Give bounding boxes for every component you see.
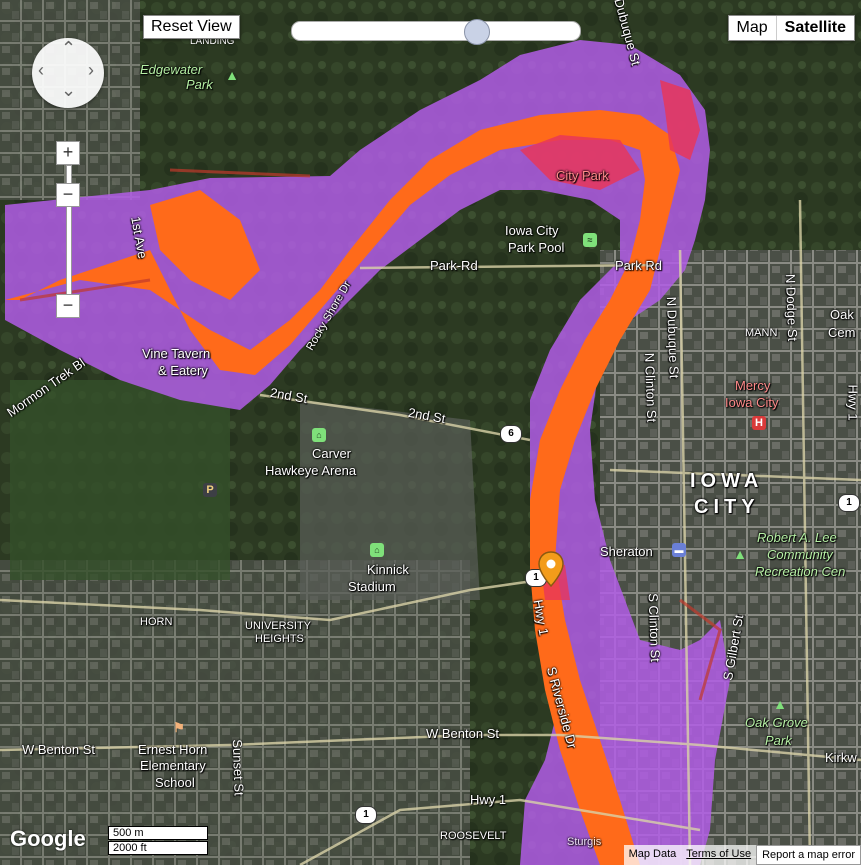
label-robert-lee-1: Robert A. Lee — [757, 530, 837, 545]
label-kirkw: Kirkw — [825, 750, 857, 765]
label-kinnick-2: Stadium — [348, 579, 396, 594]
map-type-control: Map Satellite — [727, 15, 855, 41]
hotel-icon: ▬ — [672, 543, 686, 557]
parking-icon: P — [203, 483, 217, 497]
hwy-shield-6: 6 — [500, 425, 522, 443]
label-oak-cem-1: Oak — [830, 307, 854, 322]
arena-icon: ⌂ — [312, 428, 326, 442]
label-carver-2: Hawkeye Arena — [265, 463, 357, 478]
label-park-rd-1: Park-Rd — [430, 258, 478, 273]
label-ernest-horn-1: Ernest Horn — [138, 742, 208, 757]
label-hwy1: Hwy 1 — [470, 792, 507, 807]
location-pin-icon[interactable] — [538, 551, 564, 587]
label-oak-cem-2: Cem — [828, 325, 856, 340]
label-robert-lee-3: Recreation Cen — [755, 564, 846, 579]
label-sunset-st: Sunset St — [229, 739, 247, 796]
hwy-shield-1c: 1 — [838, 494, 860, 512]
high-risk-zone-east — [660, 80, 700, 160]
pool-icon: ≈ — [583, 233, 597, 247]
label-edgewater: Edgewater — [140, 62, 203, 77]
school-icon: ⚑ — [173, 720, 185, 735]
label-univ-heights-2: HEIGHTS — [255, 633, 304, 645]
high-risk-zone-north — [520, 135, 640, 190]
reset-view-button[interactable]: Reset View — [143, 15, 240, 39]
label-mann: MANN — [745, 327, 778, 339]
stadium-area — [300, 400, 480, 600]
pan-control[interactable]: ⌃ ‹ › ⌄ — [32, 38, 104, 108]
label-n-clinton: N Clinton St — [641, 352, 660, 423]
zoom-in-button[interactable]: + — [56, 141, 80, 165]
label-edgewater-park: Park — [186, 77, 213, 92]
river-channel — [5, 110, 680, 865]
label-mercy-2: Iowa City — [725, 395, 779, 410]
label-sturgis: Sturgis — [567, 836, 602, 848]
label-ernest-horn-2: Elementary — [140, 758, 206, 773]
label-s-clinton: S Clinton St — [645, 592, 664, 663]
opacity-slider[interactable] — [291, 19, 581, 45]
label-kinnick-1: Kinnick — [367, 562, 409, 577]
map-type-satellite-button[interactable]: Satellite — [775, 16, 854, 40]
pan-left-icon[interactable]: ‹ — [38, 60, 44, 80]
scale-bar: 500 m 2000 ft — [108, 826, 208, 856]
label-n-dubuque: N Dubuque St — [663, 296, 682, 379]
oak-grove-tree-icon: ▲ — [773, 696, 787, 712]
map-footer: Map Data Terms of Use Report a map error — [623, 845, 861, 865]
slider-handle[interactable] — [464, 19, 490, 45]
scale-imperial: 2000 ft — [108, 841, 208, 855]
zoom-level-handle[interactable]: − — [56, 183, 80, 207]
label-vine-tavern-1: Vine Tavern — [142, 346, 211, 361]
label-park-rd-2: Park Rd — [615, 258, 662, 273]
label-horn: HORN — [140, 616, 173, 628]
label-hwy-east: Hwy 1 — [845, 384, 861, 421]
label-landing: LANDING — [190, 36, 235, 47]
label-roosevelt: ROOSEVELT — [440, 830, 507, 842]
label-iowa: IOWA — [690, 470, 764, 492]
label-robert-lee-2: Community — [767, 547, 833, 562]
zoom-out-button[interactable]: − — [56, 294, 80, 318]
scale-metric: 500 m — [108, 826, 208, 840]
road-lines — [0, 199, 861, 865]
label-oak-grove-1: Oak Grove — [745, 715, 808, 730]
pan-right-icon[interactable]: › — [88, 60, 94, 80]
pan-up-icon[interactable]: ⌃ — [61, 38, 77, 58]
stadium-icon: ⌂ — [370, 543, 384, 557]
river-channel-branch — [150, 190, 260, 300]
map-data-link[interactable]: Map Data — [623, 845, 682, 865]
label-park-pool-2: Park Pool — [508, 240, 565, 255]
google-logo: Google — [10, 826, 86, 851]
label-sheraton: Sheraton — [600, 544, 653, 559]
label-mercy-1: Mercy — [735, 378, 771, 393]
pan-down-icon[interactable]: ⌄ — [61, 80, 77, 100]
label-ernest-horn-3: School — [155, 775, 195, 790]
robert-lee-tree-icon: ▲ — [733, 546, 747, 562]
report-error-link[interactable]: Report a map error — [756, 845, 861, 865]
label-univ-heights-1: UNIVERSITY — [245, 620, 312, 632]
label-city-park: City Park — [556, 168, 609, 183]
label-carver-1: Carver — [312, 446, 352, 461]
hwy-shield-1b: 1 — [355, 806, 377, 824]
label-w-benton-1: W Benton St — [22, 742, 95, 757]
label-w-benton-2: W Benton St — [426, 726, 499, 741]
golf-course — [10, 380, 230, 580]
label-city: CITY — [694, 496, 760, 518]
label-vine-tavern-2: & Eatery — [158, 363, 208, 378]
map-type-map-button[interactable]: Map — [736, 19, 768, 36]
park-tree-icon: ▲ — [225, 67, 239, 83]
terms-link[interactable]: Terms of Use — [681, 845, 757, 865]
label-n-dodge: N Dodge St — [782, 273, 801, 342]
hospital-icon: H — [752, 416, 766, 430]
label-park-pool-1: Iowa City — [505, 223, 559, 238]
label-oak-grove-2: Park — [765, 733, 792, 748]
red-road-lines — [19, 168, 722, 701]
